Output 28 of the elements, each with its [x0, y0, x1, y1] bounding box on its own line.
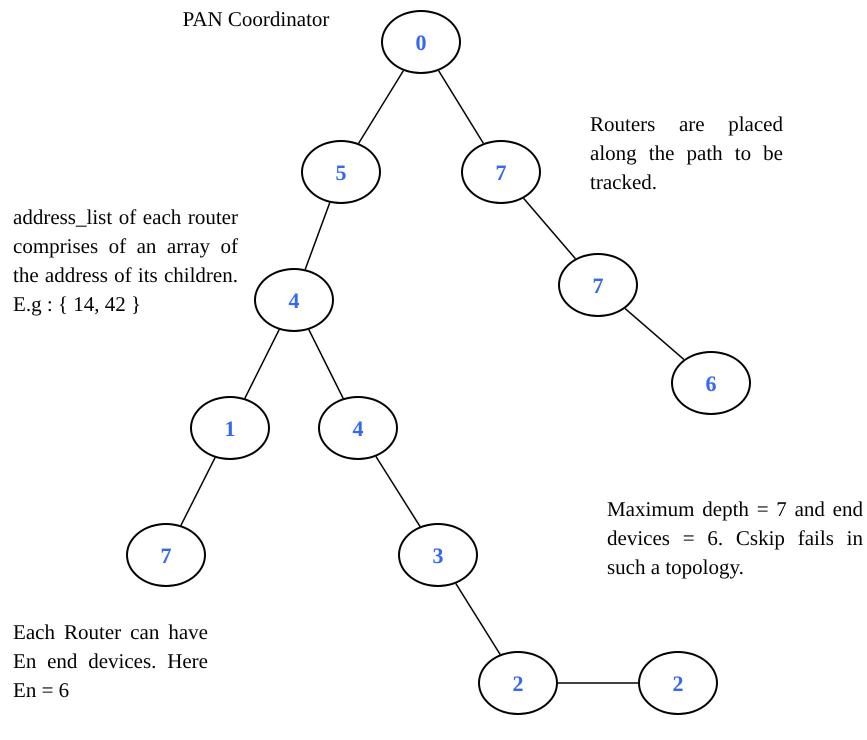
- connector-line: [180, 457, 216, 526]
- connector-line: [375, 456, 421, 527]
- node-ellipse: 2: [638, 651, 718, 715]
- connector-line: [438, 70, 484, 144]
- connector-line: [523, 198, 576, 260]
- connector-line: [558, 682, 638, 684]
- node-ellipse: 4: [254, 268, 334, 332]
- node-ellipse: 2: [478, 651, 558, 715]
- connector-line: [244, 329, 280, 399]
- connector-line: [308, 329, 344, 399]
- node-ellipse: 7: [558, 253, 638, 317]
- connector-line: [455, 583, 501, 655]
- node-ellipse: 0: [381, 10, 461, 74]
- node-ellipse: 5: [301, 140, 381, 204]
- node-ellipse: 1: [190, 396, 270, 460]
- node-ellipse: 7: [126, 523, 206, 587]
- node-ellipse: 4: [318, 396, 398, 460]
- note-text: address_list of each router comprises of an array of the address of its children. E.g : { 14, 42 }: [13, 204, 238, 318]
- node-ellipse: 6: [671, 351, 751, 415]
- node-caption: PAN Coordinator: [182, 6, 330, 33]
- note-text: Routers are placed along the path to be tracked.: [590, 111, 783, 196]
- note-text: Maximum depth = 7 and end devices = 6. Cskip fails in such a topology.: [607, 496, 863, 581]
- connector-line: [358, 70, 404, 144]
- note-text: Each Router can have En end devices. Here En = 6: [13, 619, 208, 704]
- connector-line: [304, 202, 330, 270]
- node-ellipse: 7: [461, 140, 541, 204]
- connector-line: [624, 308, 684, 360]
- node-ellipse: 3: [398, 523, 478, 587]
